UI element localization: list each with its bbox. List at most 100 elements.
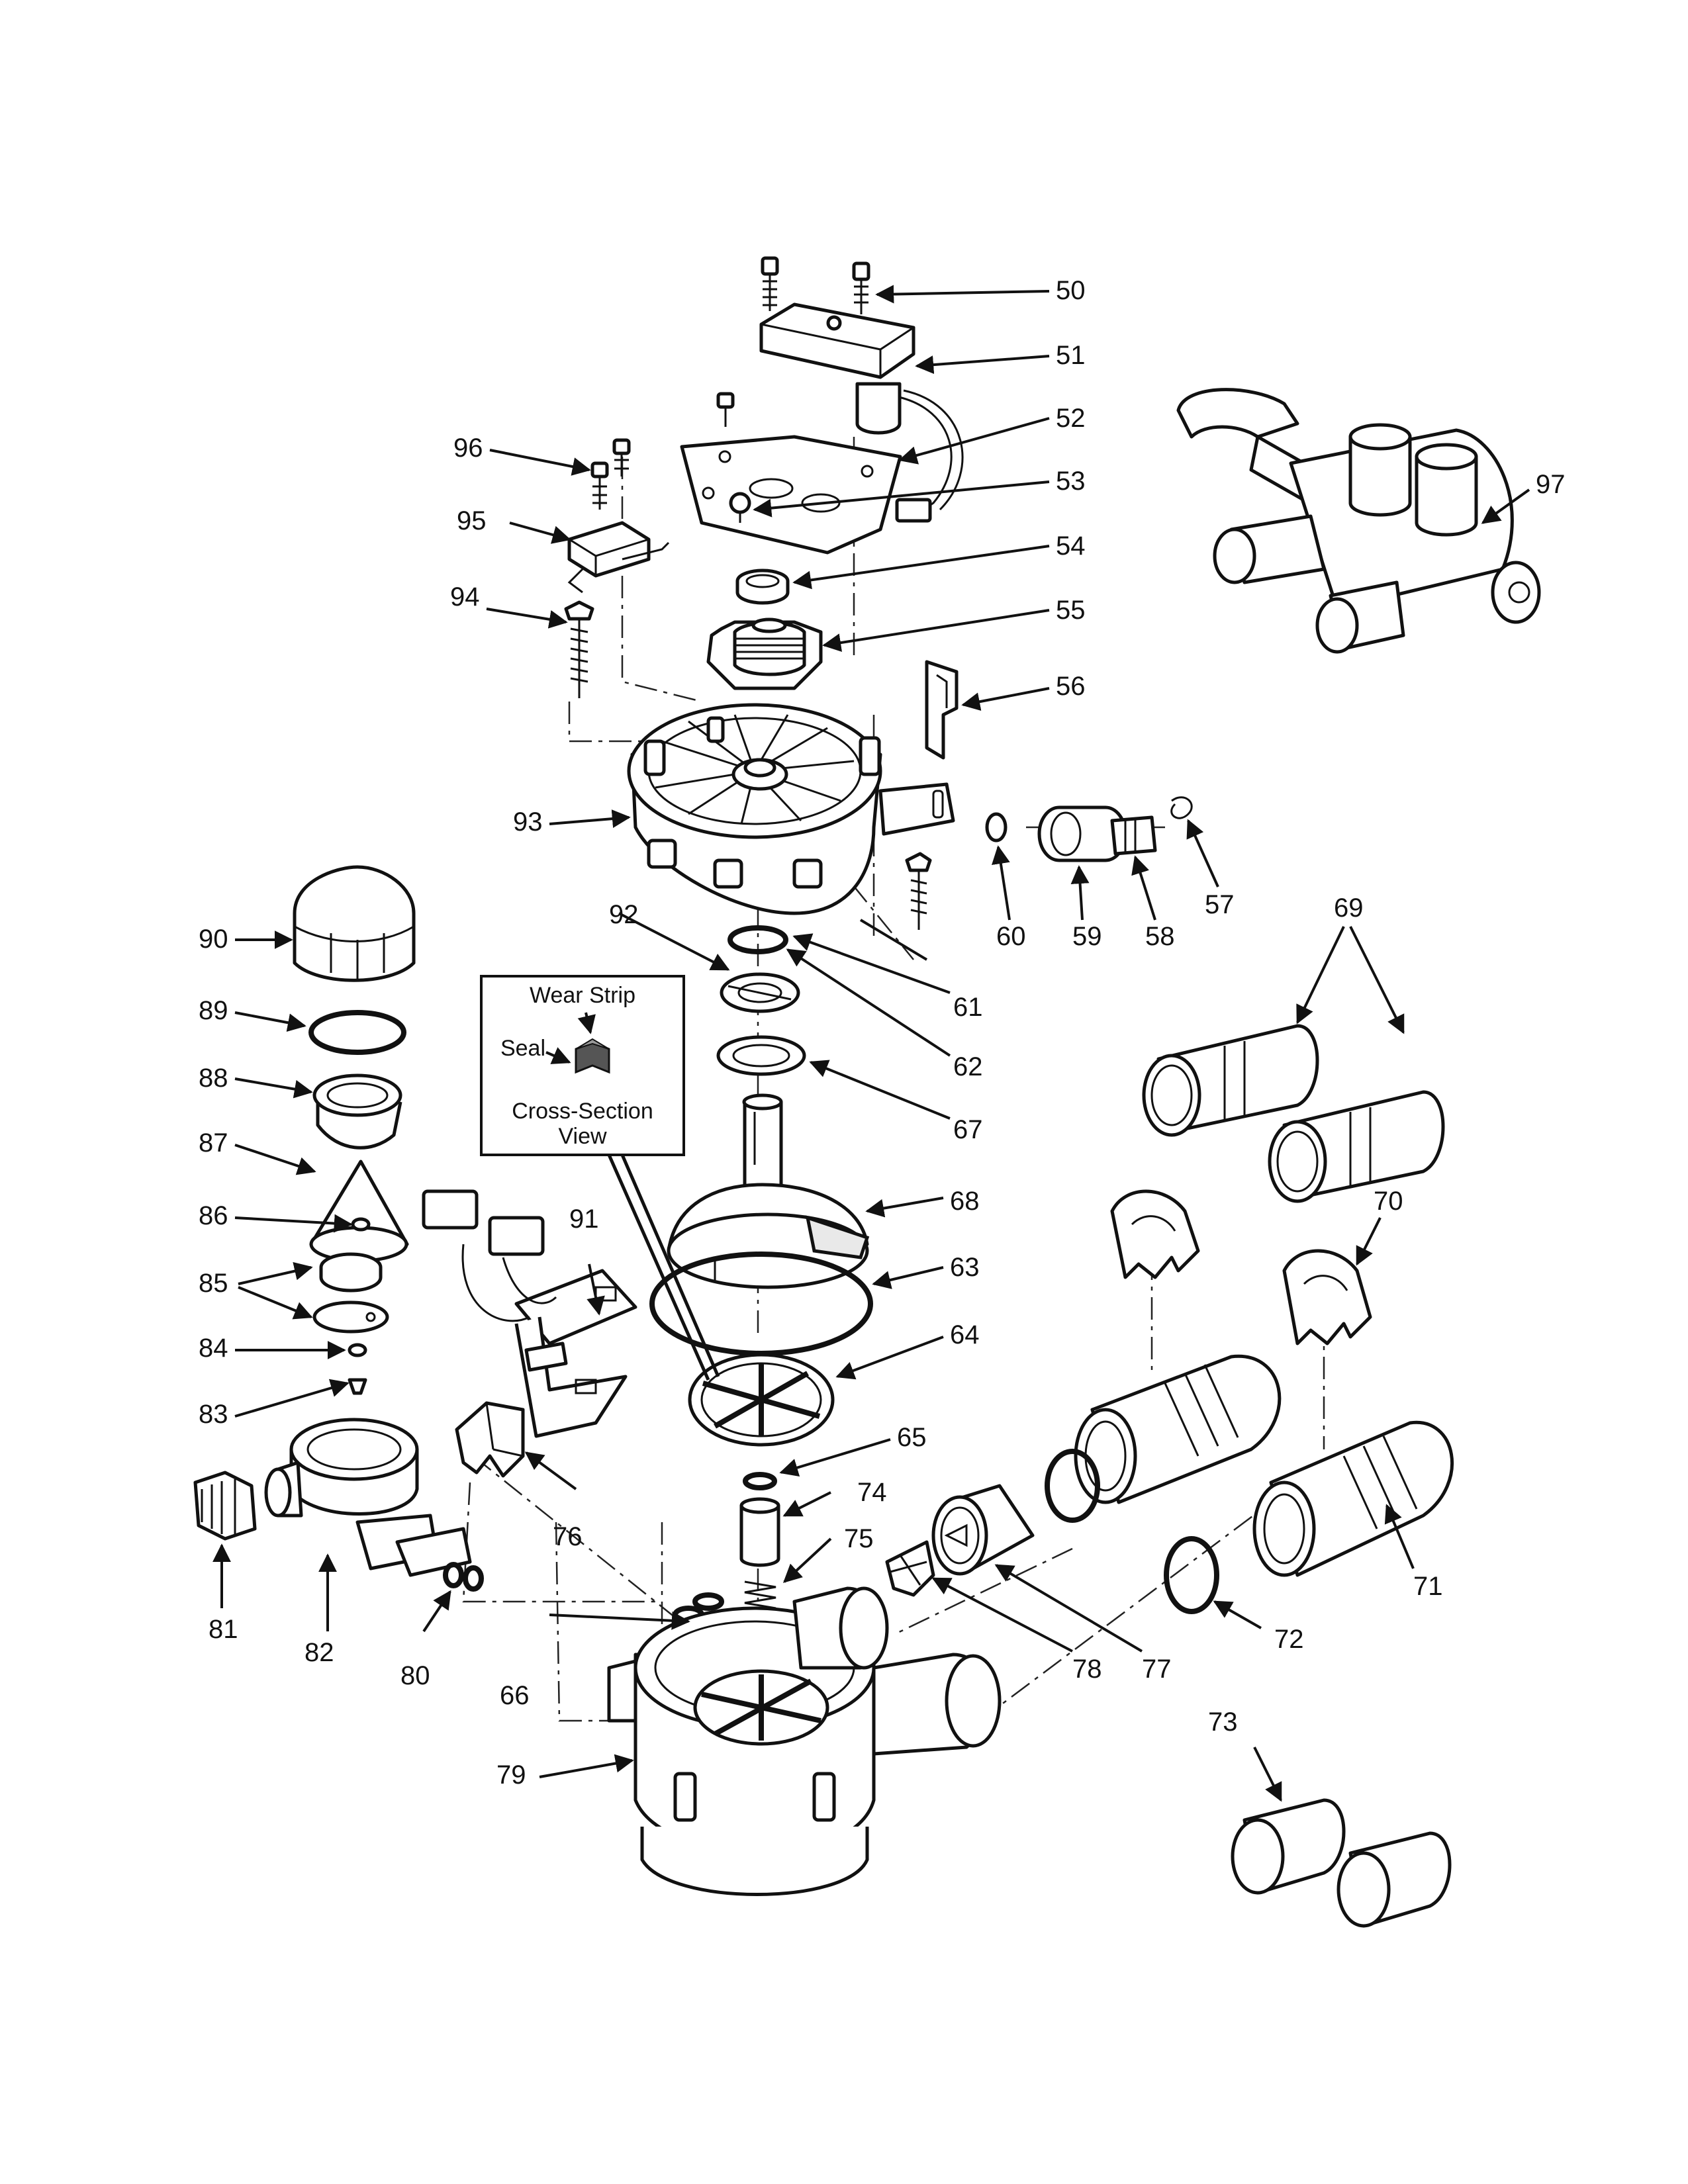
callout-63: 63 [950,1253,980,1282]
part-74-sleeve [739,1497,780,1567]
callout-65: 65 [897,1423,927,1452]
part-82-housing [264,1418,472,1577]
part-56-clip [925,660,959,760]
callout-54: 54 [1056,531,1086,561]
part-55-gear [706,617,823,690]
callout-89: 89 [199,996,228,1025]
callout-93: 93 [513,807,543,837]
part-52-mounting-plate [680,392,902,555]
callout-69: 69 [1334,893,1364,923]
part-68-rotor [667,1093,870,1289]
part-69-adapters [1142,1024,1445,1203]
part-71-fitting [1252,1420,1454,1577]
callout-57: 57 [1205,890,1235,919]
callout-96: 96 [453,433,483,463]
callout-62: 62 [953,1052,983,1081]
callout-leaders [212,285,1530,1802]
part-83-screen [348,1378,367,1395]
part-70-clips [1110,1189,1372,1345]
part-67-ring [716,1035,806,1076]
callout-64: 64 [950,1320,980,1349]
callout-56: 56 [1056,672,1086,701]
part-77-turbine-housing [931,1484,1035,1576]
inset-cross-section-label: Cross-Section [512,1099,653,1124]
part-85-nozzle-venturi [312,1252,389,1334]
callout-70: 70 [1374,1187,1403,1216]
part-78-turbine [885,1540,935,1597]
callout-73: 73 [1208,1707,1238,1737]
part-51-motor [759,302,964,523]
callout-91: 91 [569,1205,599,1234]
callout-53: 53 [1056,467,1086,496]
part-adapter-upper [1074,1354,1282,1504]
part-79-valve-body [607,1586,1002,1896]
part-91-clip-assembly [422,1189,637,1438]
callout-71: 71 [1413,1572,1443,1601]
callout-55: 55 [1056,596,1086,625]
inset-seal-label: Seal [500,1036,545,1061]
part-72-oring [1164,1536,1219,1614]
callout-61: 61 [953,993,983,1022]
inset-pointer-lines [607,1154,720,1381]
callout-84: 84 [199,1334,228,1363]
callout-87: 87 [199,1128,228,1158]
callout-74: 74 [857,1478,887,1507]
part-84-flow-plug [348,1343,367,1357]
callout-78: 78 [1072,1655,1102,1684]
part-81-nut [193,1471,257,1541]
part-89-oring [308,1010,406,1055]
callout-94: 94 [450,582,480,612]
callout-90: 90 [199,925,228,954]
part-92-seal [720,972,800,1013]
callout-77: 77 [1142,1655,1172,1684]
part-86-washer [351,1217,371,1232]
callout-92: 92 [609,900,639,929]
callout-81: 81 [209,1615,238,1644]
wear-strip-cross-section-shape [575,1038,610,1050]
inset-wear-strip-label: Wear Strip [530,983,635,1008]
callout-83: 83 [199,1400,228,1429]
callout-58: 58 [1145,922,1175,951]
callout-labels: 50 51 52 53 54 55 56 57 58 59 60 61 62 6… [199,276,1566,1790]
callout-60: 60 [996,922,1026,951]
part-96-screws [590,438,631,510]
callout-82: 82 [305,1638,334,1667]
callout-88: 88 [199,1064,228,1093]
inset-view-label: View [558,1124,607,1149]
part-housing-screw [905,852,932,930]
callout-85: 85 [199,1269,228,1298]
part-58-59-fitting [1037,805,1157,862]
part-oring-upper [1045,1449,1100,1523]
callout-72: 72 [1274,1625,1304,1654]
cross-section-inset: Wear Strip Seal Cross-Section View [480,975,720,1381]
callout-68: 68 [950,1187,980,1216]
callout-52: 52 [1056,404,1086,433]
callout-50: 50 [1056,276,1086,305]
part-53-screw [729,492,751,523]
part-94-screw [564,600,594,698]
part-95-switch [567,521,670,594]
part-73-adapters [1231,1798,1452,1928]
callout-59: 59 [1072,922,1102,951]
part-87-screen [309,1160,409,1263]
part-93-drive-housing [627,703,955,915]
callout-67: 67 [953,1115,983,1144]
part-61-62-orings [727,925,788,954]
part-90-cap [293,865,416,982]
part-54-bushing [735,569,790,605]
callout-95: 95 [457,506,487,535]
part-97-bypass-valve [1176,388,1541,654]
part-80-orings [443,1562,484,1592]
part-65-seal [743,1472,777,1490]
part-60-flow-washer [985,812,1008,842]
part-76-clip [455,1401,525,1478]
callout-66: 66 [500,1681,530,1710]
callout-86: 86 [199,1201,228,1230]
callout-51: 51 [1056,341,1086,370]
callout-97: 97 [1536,470,1566,499]
part-64-gasket [688,1353,835,1447]
callout-79: 79 [496,1760,526,1790]
callout-76: 76 [553,1522,583,1551]
callout-80: 80 [400,1661,430,1690]
